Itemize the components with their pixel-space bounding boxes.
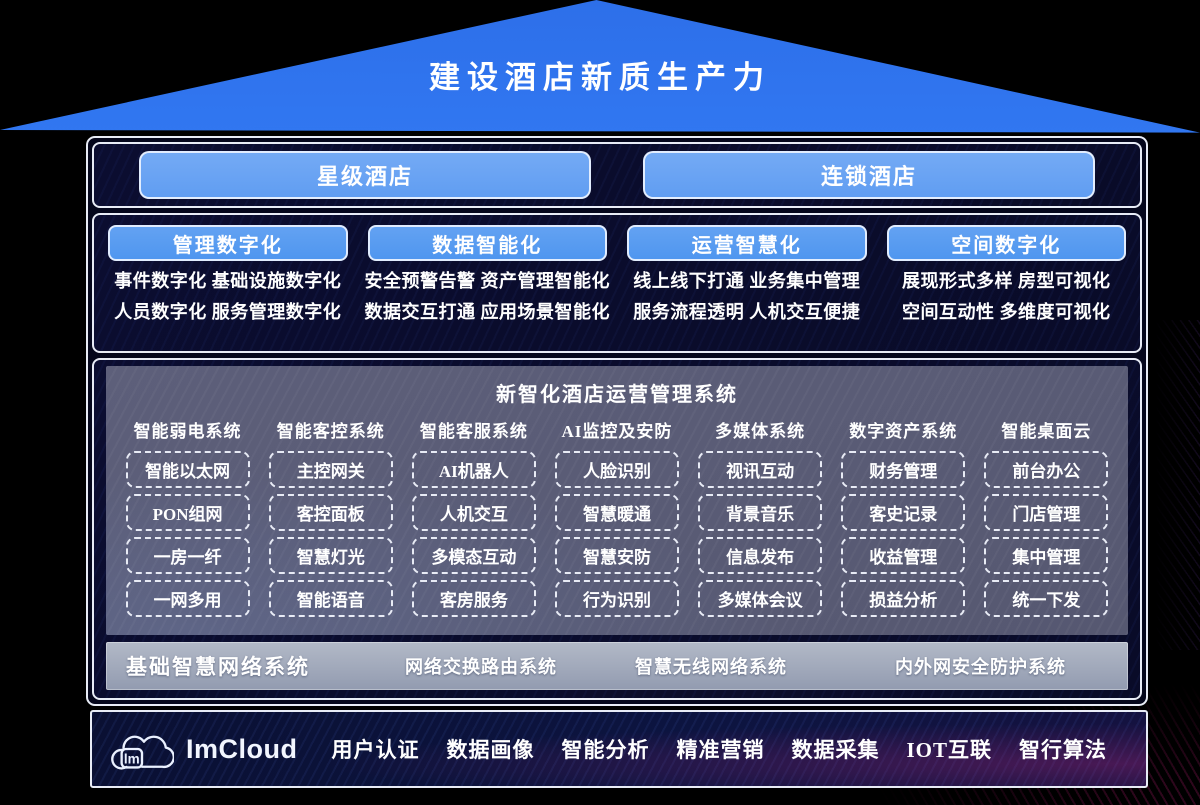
- platform-item: 多媒体会议: [698, 580, 823, 617]
- platform-item: AI机器人: [411, 451, 536, 488]
- roof-banner: 建设酒店新质生产力: [0, 0, 1200, 133]
- footer-item: IOT互联: [906, 738, 993, 762]
- platform-item: 前台办公: [984, 451, 1109, 488]
- footer-item: 精准营销: [676, 738, 765, 762]
- brand-name: ImCloud: [186, 733, 298, 764]
- pillar-line: 数据交互打通 应用场景智能化: [364, 302, 610, 322]
- platform-column-weak-current: 智能弱电系统 智能以太网 PON组网 一房一纤 一网多用: [116, 417, 259, 617]
- pillar-management: 管理数字化 事件数字化 基础设施数字化 人员数字化 服务管理数字化: [108, 225, 348, 341]
- platform-item: 行为识别: [554, 580, 679, 617]
- platform-item: 统一下发: [984, 580, 1109, 617]
- hotel-type-chain: 连锁酒店: [643, 151, 1095, 199]
- digitalization-panel: 管理数字化 事件数字化 基础设施数字化 人员数字化 服务管理数字化 数据智能化 …: [92, 213, 1142, 353]
- platform-column-header: 智能客控系统: [276, 422, 385, 441]
- platform-column-multimedia: 多媒体系统 视讯互动 背景音乐 信息发布 多媒体会议: [689, 417, 832, 617]
- footer-item: 数据画像: [446, 738, 535, 762]
- cloud-logo-icon: lm: [111, 735, 174, 770]
- footer-item: 智能分析: [561, 738, 650, 762]
- pillar-line: 展现形式多样 房型可视化: [902, 271, 1111, 291]
- platform-item: 人机交互: [411, 494, 536, 531]
- platform-item: 财务管理: [841, 451, 966, 488]
- platform-column-header: 多媒体系统: [715, 422, 806, 441]
- platform-item: 智慧安防: [554, 537, 679, 574]
- platform-column-header: AI监控及安防: [561, 422, 673, 441]
- logo-letters: lm: [124, 752, 140, 767]
- platform-item: 一网多用: [125, 580, 250, 617]
- network-bar-item: 内外网安全防护系统: [895, 657, 1066, 677]
- platform-item: 客控面板: [268, 494, 393, 531]
- background-streaks-right: [1154, 320, 1200, 650]
- pillar-line: 人员数字化 服务管理数字化: [114, 302, 342, 322]
- footer-bar: lm ImCloud 用户认证 数据画像 智能分析 精准营销 数据采集 IOT互…: [90, 710, 1148, 788]
- platform-inner: 新智化酒店运营管理系统 智能弱电系统 智能以太网 PON组网 一房一纤 一网多用…: [106, 366, 1128, 635]
- imcloud-brand: lm ImCloud: [110, 725, 298, 773]
- platform-item: 客房服务: [411, 580, 536, 617]
- platform-title: 新智化酒店运营管理系统: [496, 384, 738, 406]
- platform-column-header: 智能客服系统: [419, 422, 528, 441]
- main-title: 建设酒店新质生产力: [429, 60, 771, 95]
- network-bar-item: 网络交换路由系统: [405, 657, 557, 677]
- platform-item: 收益管理: [841, 537, 966, 574]
- network-bar: 基础智慧网络系统 网络交换路由系统 智慧无线网络系统 内外网安全防护系统: [106, 642, 1128, 690]
- pillar-header: 管理数字化: [108, 225, 348, 261]
- platform-panel: 新智化酒店运营管理系统 智能弱电系统 智能以太网 PON组网 一房一纤 一网多用…: [92, 358, 1142, 700]
- pillar-line: 空间互动性 多维度可视化: [902, 302, 1111, 322]
- body-frame: 星级酒店 连锁酒店 管理数字化 事件数字化 基础设施数字化 人员数字化 服务管理…: [86, 136, 1148, 706]
- network-bar-title: 基础智慧网络系统: [126, 655, 310, 679]
- hotel-types-panel: 星级酒店 连锁酒店: [92, 142, 1142, 208]
- footer-capabilities: 用户认证 数据画像 智能分析 精准营销 数据采集 IOT互联 智行算法: [332, 734, 1108, 764]
- platform-column-desktop-cloud: 智能桌面云 前台办公 门店管理 集中管理 统一下发: [975, 417, 1118, 617]
- pillar-header: 运营智慧化: [627, 225, 867, 261]
- pillar-line: 线上线下打通 业务集中管理: [633, 271, 861, 291]
- platform-item: 多模态互动: [411, 537, 536, 574]
- platform-column-guest-control: 智能客控系统 主控网关 客控面板 智慧灯光 智能语音: [259, 417, 402, 617]
- network-bar-item: 智慧无线网络系统: [635, 657, 787, 677]
- platform-item: 一房一纤: [125, 537, 250, 574]
- platform-column-guest-service: 智能客服系统 AI机器人 人机交互 多模态互动 客房服务: [402, 417, 545, 617]
- platform-item: 集中管理: [984, 537, 1109, 574]
- pillar-data: 数据智能化 安全预警告警 资产管理智能化 数据交互打通 应用场景智能化: [364, 225, 610, 341]
- platform-column-header: 智能桌面云: [1001, 422, 1092, 441]
- platform-item: 视讯互动: [698, 451, 823, 488]
- pillar-line: 事件数字化 基础设施数字化: [114, 271, 342, 291]
- platform-item: 智能以太网: [125, 451, 250, 488]
- pillar-line: 安全预警告警 资产管理智能化: [364, 271, 610, 291]
- platform-item: 客史记录: [841, 494, 966, 531]
- platform-item: 智慧灯光: [268, 537, 393, 574]
- platform-columns: 智能弱电系统 智能以太网 PON组网 一房一纤 一网多用 智能客控系统 主控网关…: [116, 417, 1118, 617]
- platform-item: 背景音乐: [698, 494, 823, 531]
- platform-item: 门店管理: [984, 494, 1109, 531]
- pillar-operation: 运营智慧化 线上线下打通 业务集中管理 服务流程透明 人机交互便捷: [627, 225, 867, 341]
- pillar-line: 服务流程透明 人机交互便捷: [633, 302, 861, 322]
- platform-item: 人脸识别: [554, 451, 679, 488]
- footer-item: 用户认证: [331, 738, 420, 762]
- pillar-space: 空间数字化 展现形式多样 房型可视化 空间互动性 多维度可视化: [886, 225, 1126, 341]
- platform-column-ai-security: AI监控及安防 人脸识别 智慧暖通 智慧安防 行为识别: [545, 417, 688, 617]
- pillar-header: 数据智能化: [367, 225, 607, 261]
- footer-item: 数据采集: [791, 738, 880, 762]
- platform-item: PON组网: [125, 494, 250, 531]
- platform-item: 信息发布: [698, 537, 823, 574]
- platform-column-header: 数字资产系统: [849, 422, 958, 441]
- platform-item: 智能语音: [268, 580, 393, 617]
- platform-item: 智慧暖通: [554, 494, 679, 531]
- pillar-header: 空间数字化: [886, 225, 1126, 261]
- platform-column-digital-assets: 数字资产系统 财务管理 客史记录 收益管理 损益分析: [832, 417, 975, 617]
- hotel-type-star: 星级酒店: [139, 151, 591, 199]
- platform-item: 主控网关: [268, 451, 393, 488]
- footer-item: 智行算法: [1019, 738, 1108, 762]
- platform-item: 损益分析: [841, 580, 966, 617]
- platform-column-header: 智能弱电系统: [133, 422, 242, 441]
